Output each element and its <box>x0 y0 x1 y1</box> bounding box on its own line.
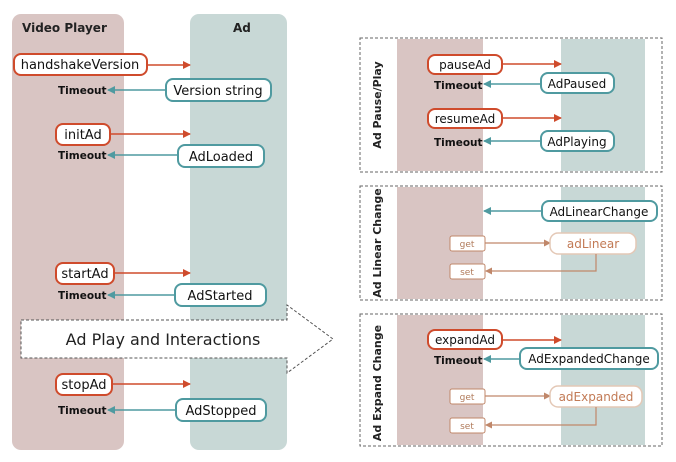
ad-expanded-label: adExpanded <box>559 390 634 404</box>
ad-play-interactions-banner <box>20 304 334 374</box>
video-player-title: Video Player <box>22 21 107 35</box>
stop-ad-label: stopAd <box>62 378 107 393</box>
ad-started-label: AdStarted <box>188 289 253 304</box>
ad-paused-label: AdPaused <box>548 77 607 91</box>
expand-change-panel <box>359 313 663 447</box>
ad-playing-label: AdPlaying <box>547 135 606 149</box>
banner-label: Ad Play and Interactions <box>66 330 261 349</box>
expand-set-label: set <box>460 422 474 432</box>
start-ad-label: startAd <box>61 267 108 282</box>
timeout-label: Timeout <box>434 137 483 149</box>
linear-change-panel <box>359 185 663 301</box>
pause-play-label: Ad Pause/Play <box>371 61 384 148</box>
ad-stopped-label: AdStopped <box>186 404 257 419</box>
version-string-label: Version string <box>173 84 262 99</box>
resume-ad-label: resumeAd <box>435 112 496 126</box>
timeout-label: Timeout <box>58 85 107 97</box>
init-ad-label: initAd <box>64 128 101 143</box>
expand-set-arrow <box>485 407 597 429</box>
ad-linear-change-label: AdLinearChange <box>550 205 649 219</box>
ad-expanded-change-box <box>519 347 659 370</box>
ad-linear-box <box>549 232 637 255</box>
ad-expanded-change-label: AdExpandedChange <box>528 352 649 366</box>
expand-ad-lane <box>561 315 645 445</box>
ad-stopped-box <box>175 398 267 422</box>
pause-play-panel <box>359 37 663 173</box>
timeout-label: Timeout <box>434 355 483 367</box>
ad-loaded-box <box>177 144 265 168</box>
ad-paused-box <box>540 72 615 94</box>
ad-loaded-label: AdLoaded <box>189 150 253 165</box>
linear-set-arrow <box>485 254 597 275</box>
expand-change-label: Ad Expand Change <box>371 325 384 441</box>
ad-title: Ad <box>233 21 251 35</box>
handshake-version-label: handshakeVersion <box>21 58 140 73</box>
timeout-label: Timeout <box>434 80 483 92</box>
ad-linear-change-box <box>541 200 658 222</box>
ad-started-box <box>174 283 267 307</box>
timeout-label: Timeout <box>58 150 107 162</box>
expand-get-label: get <box>460 393 475 403</box>
timeout-label: Timeout <box>58 405 107 417</box>
linear-set-label: set <box>460 268 474 278</box>
linear-get-label: get <box>460 240 475 250</box>
linear-change-label: Ad Linear Change <box>371 188 384 297</box>
ad-playing-box <box>540 130 615 152</box>
timeout-label: Timeout <box>58 290 107 302</box>
ad-linear-label: adLinear <box>567 237 619 251</box>
version-string-box <box>165 78 272 102</box>
pause-ad-label: pauseAd <box>439 58 491 72</box>
expand-ad-label: expandAd <box>435 333 495 347</box>
